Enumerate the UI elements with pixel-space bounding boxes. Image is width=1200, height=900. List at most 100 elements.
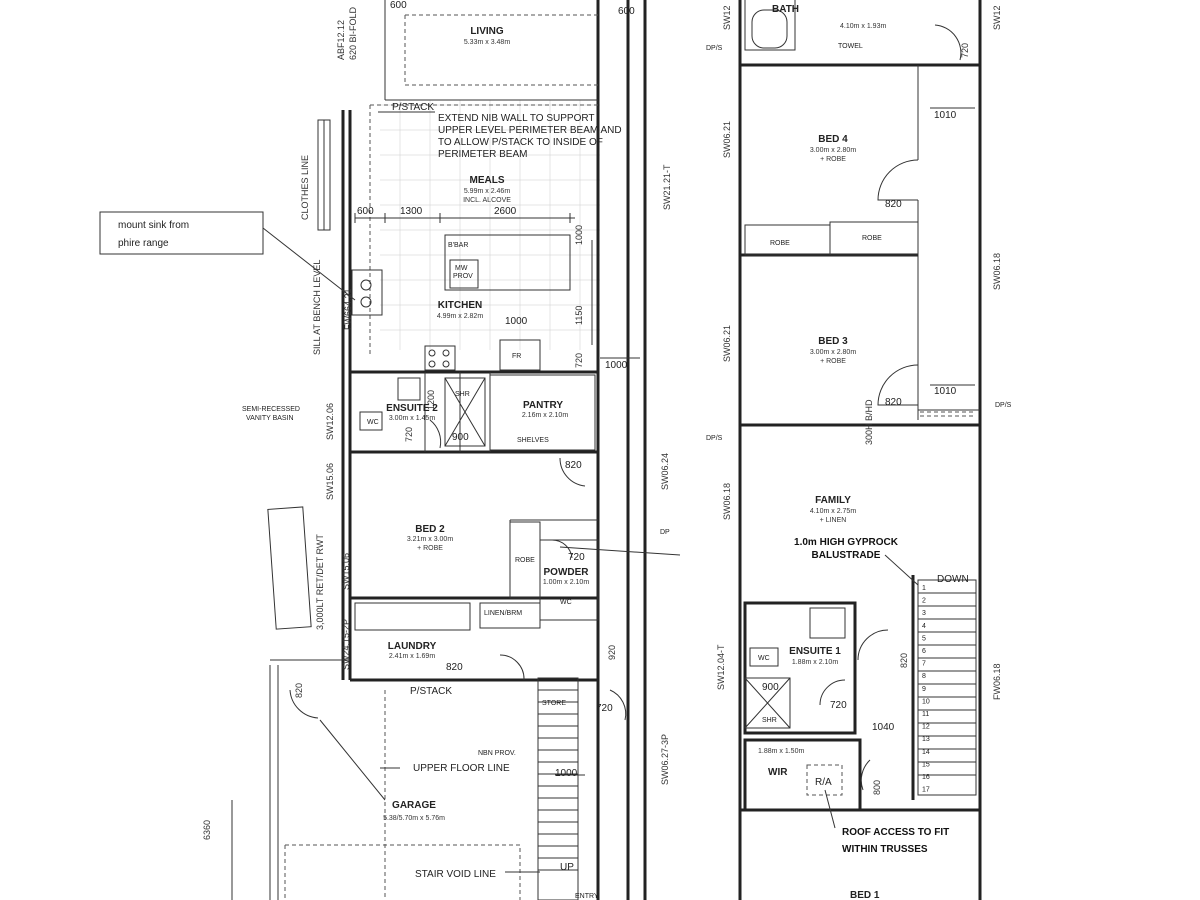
dim-720-up-b: 720: [830, 700, 847, 711]
living-title: LIVING: [470, 26, 504, 37]
sw2121-label: SW21.21-T: [662, 164, 672, 210]
dim-600-c: 600: [357, 206, 374, 217]
powder-dim: 1.00m x 2.10m: [543, 579, 589, 586]
roof-note-2: WITHIN TRUSSES: [842, 844, 928, 855]
bath-title: BATH: [772, 4, 799, 15]
family-title: FAMILY: [815, 495, 851, 506]
ground-dimension-values: 600 600 600 1300 2600 1000 1000 1000 820…: [357, 0, 635, 779]
dim-1200: 1200: [426, 390, 436, 410]
extend-note-3: TO ALLOW P/STACK TO INSIDE OF: [438, 137, 603, 148]
ground-vertical-labels: SW21.21-T SW06.24 SW06.27-3P SW12.06 SW1…: [202, 6, 672, 840]
dim-1150: 1150: [574, 306, 584, 325]
sw1506b-label: SW15.06: [341, 553, 351, 590]
dim-600-b: 600: [618, 6, 635, 17]
stair-step-number: 15: [922, 761, 930, 768]
laundry-dim: 2.41m x 1.69m: [389, 653, 435, 660]
leader-lines: [262, 111, 681, 873]
bed-2-dim: 3.21m x 3.00m: [407, 536, 453, 543]
garage-title: GARAGE: [392, 800, 436, 811]
stair-step-number: 4: [922, 623, 926, 630]
powder-wc: WC: [560, 599, 572, 606]
balustrade-line-2: BALUSTRADE: [812, 550, 881, 561]
sw0621a-label: SW06.21: [722, 121, 732, 158]
semi-recessed-1: SEMI-RECESSED: [242, 406, 300, 413]
stair-step-number: 6: [922, 648, 926, 655]
dim-1000-a: 1000: [505, 316, 528, 327]
powder-title: POWDER: [544, 567, 590, 578]
upper-floor-line: UPPER FLOOR LINE: [413, 763, 510, 774]
up-label: UP: [560, 862, 574, 873]
fw0618-label: FW06.18: [992, 663, 1002, 700]
bed-3-title: BED 3: [818, 336, 848, 347]
dim-1040: 1040: [872, 722, 895, 733]
extend-note-4: PERIMETER BEAM: [438, 149, 527, 160]
callout-line-2: phire range: [118, 238, 169, 249]
stair-step-number: 17: [922, 787, 930, 794]
bath-dim: 4.10m x 1.93m: [840, 23, 886, 30]
dim-900: 900: [452, 432, 469, 443]
extend-nib-note: EXTEND NIB WALL TO SUPPORT UPPER LEVEL P…: [242, 113, 622, 880]
wir-title: WIR: [768, 767, 788, 778]
abf-label: ABF12.12: [336, 20, 346, 60]
ensuite-1-shr: SHR: [762, 717, 777, 724]
dim-720-a: 720: [568, 552, 585, 563]
mw-label: MW: [455, 265, 468, 272]
stair-step-number: 9: [922, 686, 926, 693]
meals-dim: 5.99m x 2.46m: [464, 188, 510, 195]
bbar-label: B'BAR: [448, 242, 468, 249]
pantry-dim: 2.16m x 2.10m: [522, 412, 568, 419]
stair-step-number: 2: [922, 598, 926, 605]
dim-820-b: 820: [565, 460, 582, 471]
dim-820-c: 820: [294, 683, 304, 698]
pstack-1: P/STACK: [392, 102, 434, 113]
linen-label: LINEN/BRM: [484, 610, 522, 617]
bed-2-robe: ROBE: [515, 557, 535, 564]
rwt-label: 3,000LT RET/DET RWT: [315, 534, 325, 630]
fw66421-label: FW664.21: [343, 288, 353, 330]
family-dim: 4.10m x 2.75m: [810, 508, 856, 515]
balustrade-line-1: 1.0m HIGH GYPROCK: [794, 537, 899, 548]
sw0618b-label: SW06.18: [722, 483, 732, 520]
bed-3-note: + ROBE: [820, 358, 846, 365]
meals-note: INCL. ALCOVE: [463, 197, 511, 204]
bhd-up-1: 300H B/HD: [864, 399, 874, 445]
bed-4-title: BED 4: [818, 134, 848, 145]
kitchen-title: KITCHEN: [438, 300, 482, 311]
sw1206-label: SW12.06: [325, 403, 335, 440]
upper-vertical-labels: SW06.21 SW06.21 SW06.18 SW06.18 FW06.18 …: [716, 5, 1002, 795]
upper-floor-walls: [738, 0, 982, 900]
roof-note-1: ROOF ACCESS TO FIT: [842, 827, 949, 838]
robe-1: ROBE: [770, 240, 790, 247]
ensuite-2-wc: WC: [367, 419, 379, 426]
ensuite-2-dim: 3.00m x 1.45m: [389, 415, 435, 422]
dim-820-up-b: 820: [885, 397, 902, 408]
dp-3: DP/S: [706, 435, 723, 442]
stair-step-number: 1: [922, 585, 926, 592]
ensuite-2-title: ENSUITE 2: [386, 403, 438, 414]
pantry-title: PANTRY: [523, 400, 563, 411]
upper-leader-lines: [824, 554, 919, 829]
dim-820-a: 820: [446, 662, 463, 673]
bed-1-title: BED 1: [850, 890, 880, 900]
upper-room-labels: BATH 4.10m x 1.93m TOWEL BED 4 3.00m x 2…: [660, 4, 1012, 900]
bed-4-dim: 3.00m x 2.80m: [810, 147, 856, 154]
ensuite-1-dim: 1.88m x 2.10m: [792, 659, 838, 666]
dim-1010-a: 1010: [934, 110, 957, 121]
nbn-label: NBN PROV.: [478, 750, 516, 757]
dim-720-b: 720: [596, 703, 613, 714]
wir-dim: 1.88m x 1.50m: [758, 748, 804, 755]
dp-1: DP/S: [706, 45, 723, 52]
towel-label: TOWEL: [838, 43, 863, 50]
ensuite-1-wc: WC: [758, 655, 770, 662]
sw2737-label: SW06.27-3P: [660, 734, 670, 785]
stair-step-number: 11: [922, 711, 929, 718]
callout-line-1: mount sink from: [118, 220, 189, 231]
dim-820-up-a: 820: [885, 199, 902, 210]
shelves-label: SHELVES: [517, 437, 549, 444]
extend-note-2: UPPER LEVEL PERIMETER BEAM AND: [438, 125, 622, 136]
kitchen-fixtures: [351, 234, 571, 371]
stair-step-number: 10: [922, 698, 930, 705]
dim-720-up-a: 720: [960, 43, 970, 58]
